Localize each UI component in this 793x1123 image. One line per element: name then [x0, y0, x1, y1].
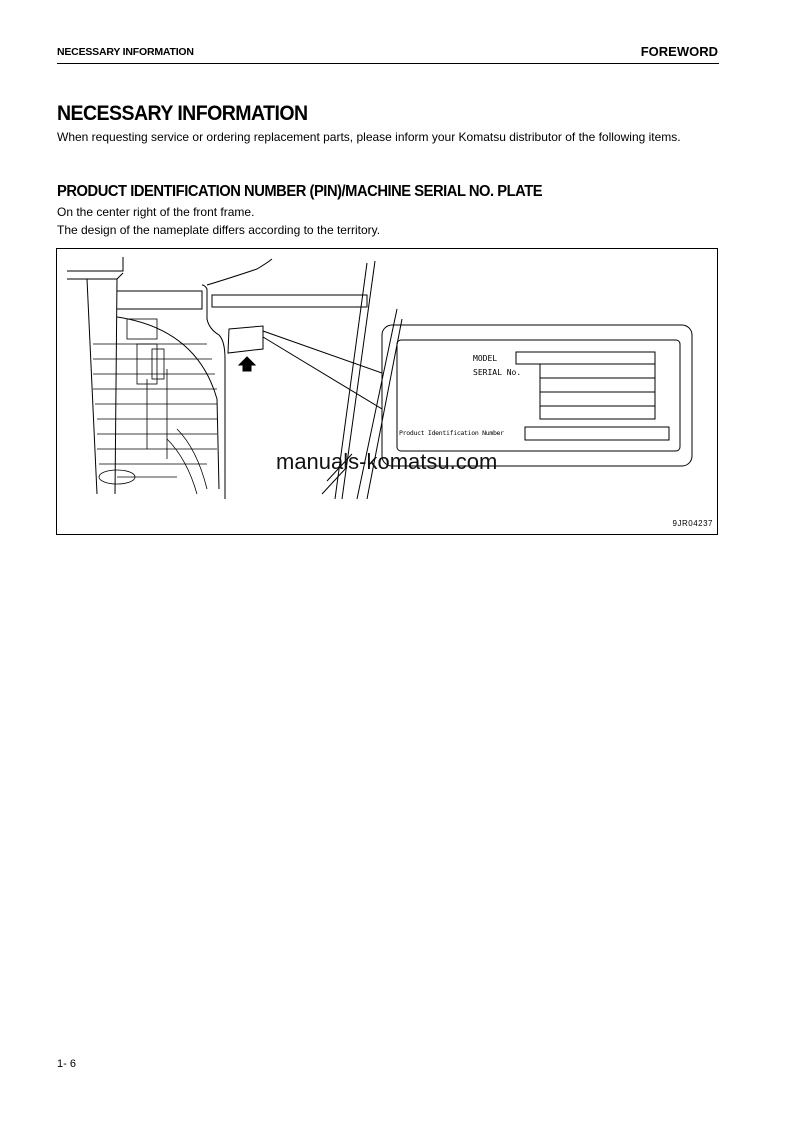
page-number: 1- 6	[57, 1058, 76, 1070]
header-rule	[57, 63, 719, 64]
page-title: NECESSARY INFORMATION	[57, 102, 308, 125]
running-header-section: NECESSARY INFORMATION	[57, 46, 194, 58]
figure-id: 9JR04237	[672, 519, 713, 528]
intro-paragraph: When requesting service or ordering repl…	[57, 130, 681, 144]
running-header-chapter: FOREWORD	[640, 44, 718, 59]
plate-serial-label: SERIAL No.	[473, 368, 522, 377]
figure-nameplate-location: MODEL SERIAL No. Product Identification …	[56, 248, 718, 535]
watermark: manuals-komatsu.com	[276, 449, 498, 474]
plate-model-label: MODEL	[473, 354, 498, 363]
location-text: On the center right of the front frame.	[57, 205, 255, 219]
design-note-text: The design of the nameplate differs acco…	[57, 223, 381, 237]
plate-pin-label: Product Identification Number	[399, 429, 504, 437]
section-heading: PRODUCT IDENTIFICATION NUMBER (PIN)/MACH…	[57, 183, 543, 200]
machine-drawing	[67, 257, 693, 500]
